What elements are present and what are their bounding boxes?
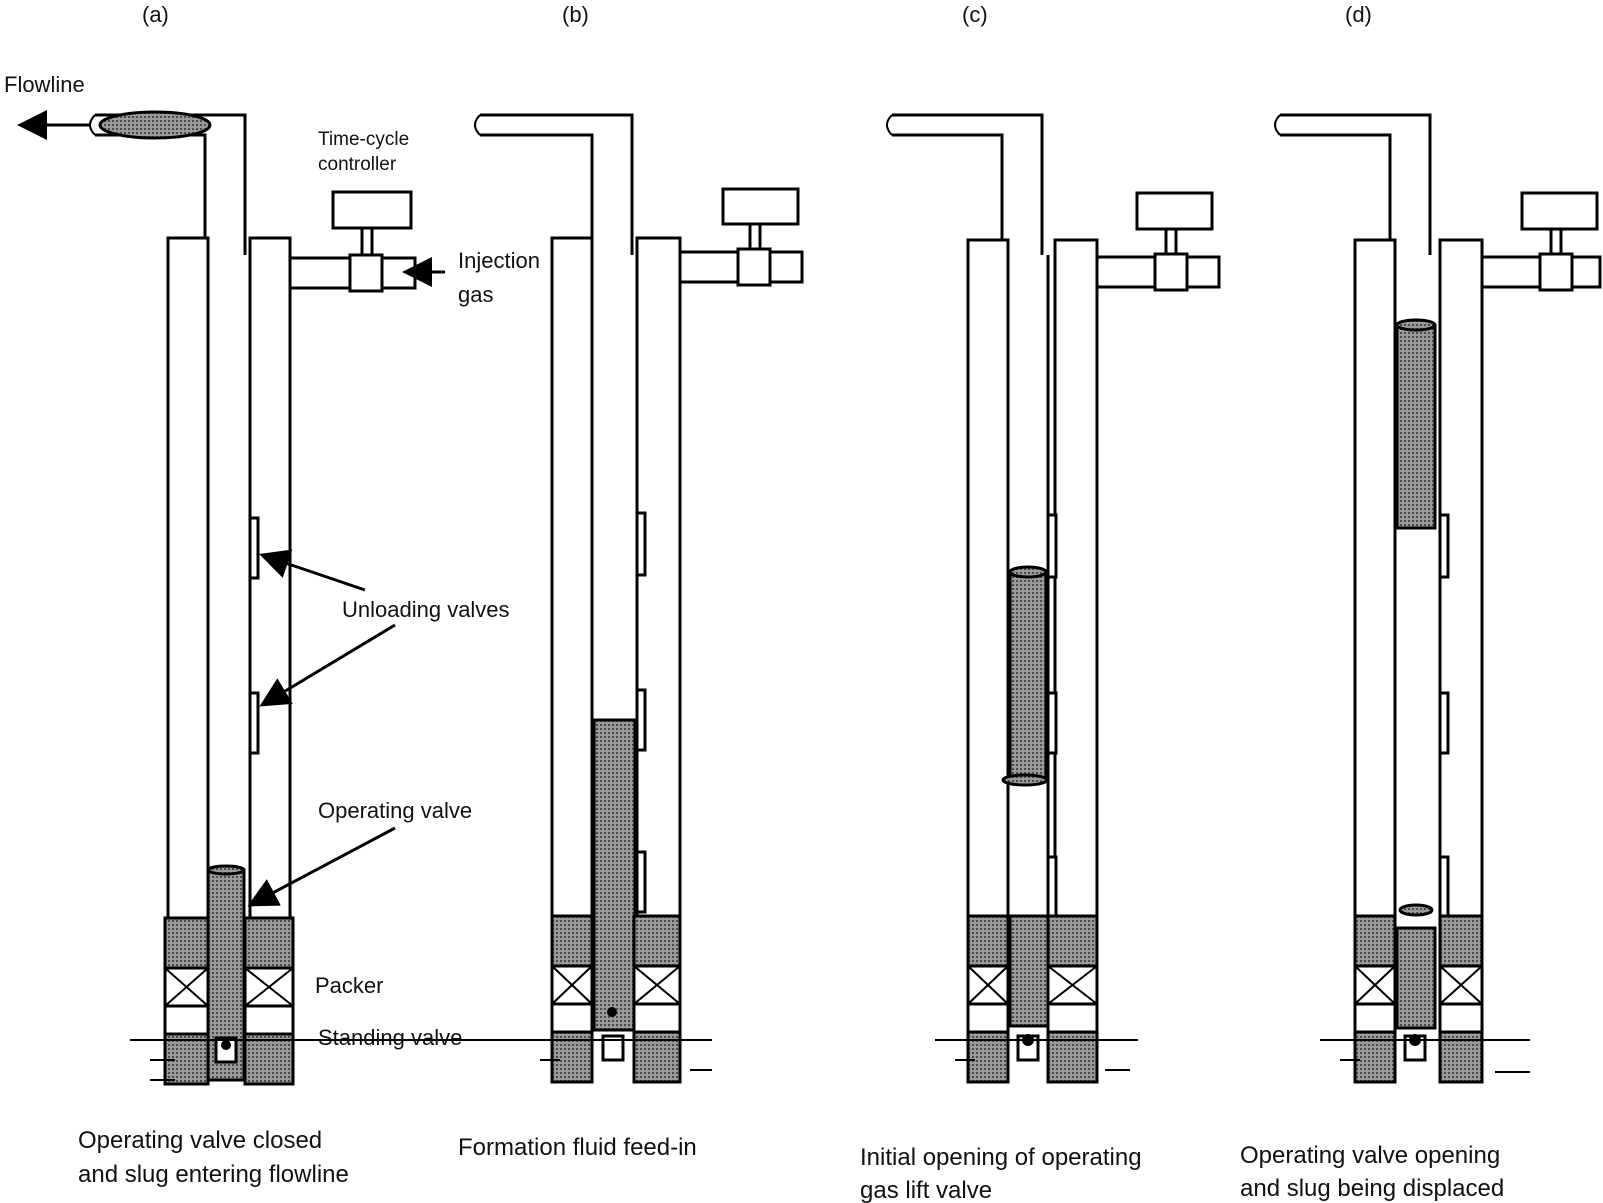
slug-in-tubing-c xyxy=(1008,570,1048,782)
panel-letter-a: (a) xyxy=(142,2,169,27)
caption-a-1: Operating valve closed xyxy=(78,1127,322,1154)
time-cycle-controller-d xyxy=(1520,191,1599,231)
fluid-column-b xyxy=(592,718,637,1032)
caption-c-1: Initial opening of operating xyxy=(860,1144,1142,1171)
caption-d-1: Operating valve opening xyxy=(1240,1142,1500,1169)
slug-in-flowline xyxy=(98,110,212,140)
caption-d-2: and slug being displaced xyxy=(1240,1175,1504,1202)
time-cycle-controller-b xyxy=(721,187,800,226)
controller-label-2: controller xyxy=(318,154,397,175)
operating-valve-label: Operating valve xyxy=(318,798,472,823)
caption-b-1: Formation fluid feed-in xyxy=(458,1134,697,1161)
panel-a: (a) xyxy=(4,2,540,1188)
unloading-valves-label: Unloading valves xyxy=(342,597,510,622)
panel-b: (b) Formation fluid feed-in xyxy=(458,2,804,1161)
flowline-label: Flowline xyxy=(4,72,85,97)
panel-letter-d: (d) xyxy=(1345,2,1372,27)
time-cycle-controller-c xyxy=(1135,191,1214,231)
packer-label: Packer xyxy=(315,973,383,998)
caption-a-2: and slug entering flowline xyxy=(78,1161,349,1188)
panel-letter-b: (b) xyxy=(562,2,589,27)
injection-label-1: Injection xyxy=(458,248,540,273)
panel-letter-c: (c) xyxy=(962,2,988,27)
panel-c: (c) Initial opening of operatin xyxy=(860,2,1221,1203)
injection-label-2: gas xyxy=(458,282,493,307)
controller-label-1: Time-cycle xyxy=(318,129,409,150)
caption-c-2: gas lift valve xyxy=(860,1177,992,1203)
standing-valve-label: Standing valve xyxy=(318,1025,462,1050)
slug-in-tubing-d xyxy=(1395,323,1437,530)
panel-d: (d) Operating valve opening xyxy=(1240,2,1602,1202)
time-cycle-controller-a xyxy=(331,190,413,230)
